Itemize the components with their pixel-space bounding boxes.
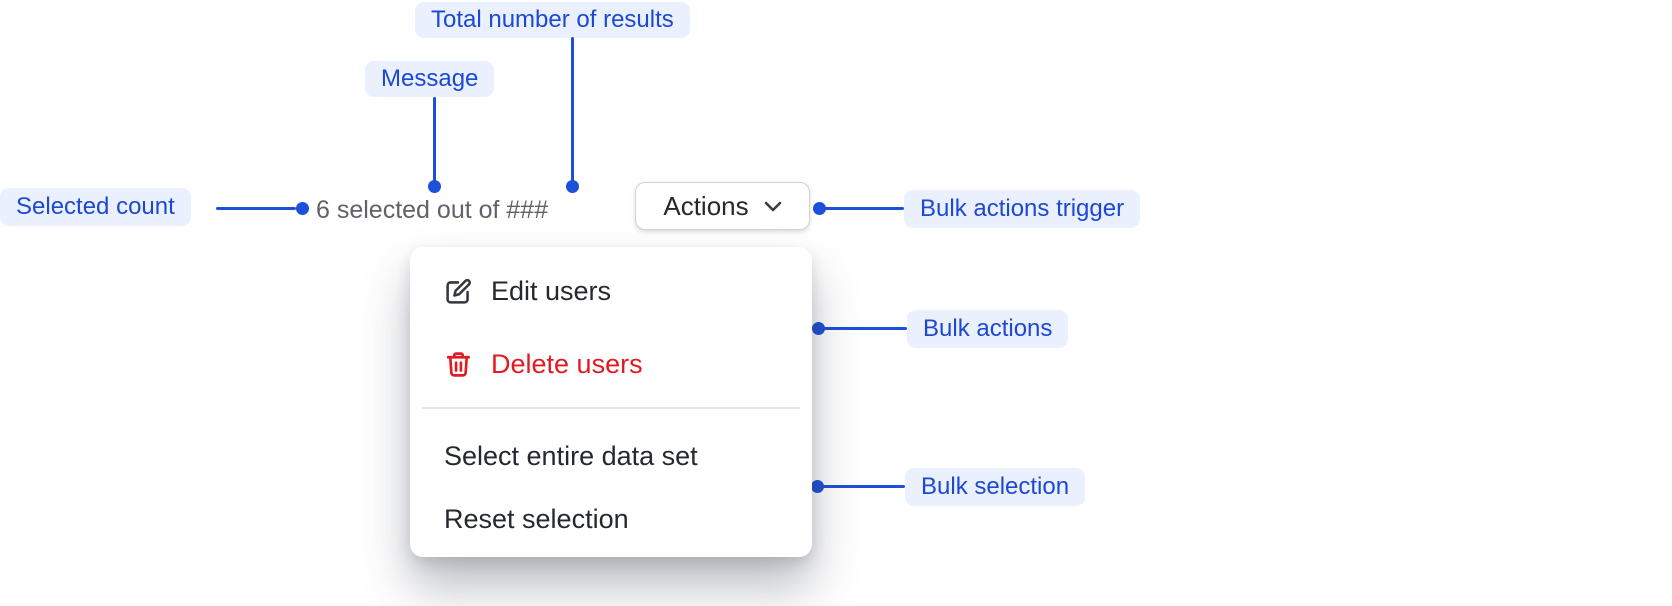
menu-item-label: Reset selection: [444, 503, 629, 534]
actions-button-label: Actions: [663, 190, 749, 221]
bulk-actions-menu: Edit users Delete users Select entire da…: [410, 247, 812, 557]
menu-item-label: Delete users: [491, 348, 643, 379]
menu-item-select-entire-data-set[interactable]: Select entire data set: [410, 427, 812, 485]
connector-dot-total-results: [566, 180, 579, 193]
menu-item-delete-users[interactable]: Delete users: [410, 335, 812, 393]
menu-divider: [422, 407, 800, 409]
connector-dot-bulk-selection: [811, 480, 824, 493]
selection-count-message: 6 selected out of ###: [316, 196, 549, 224]
connector-line-bulk-actions: [823, 327, 907, 330]
annotation-selected-count: Selected count: [0, 188, 191, 226]
edit-pencil-icon: [444, 277, 473, 306]
menu-item-reset-selection[interactable]: Reset selection: [410, 490, 812, 548]
annotation-bulk-actions-trigger: Bulk actions trigger: [904, 190, 1141, 228]
trash-icon: [444, 350, 473, 379]
connector-line-bulk-actions-trigger: [824, 207, 904, 210]
chevron-down-icon: [764, 201, 782, 212]
connector-line-total-results: [571, 37, 574, 182]
connector-dot-message: [428, 180, 441, 193]
menu-item-label: Edit users: [491, 275, 612, 306]
annotation-message: Message: [365, 61, 495, 97]
annotation-bulk-selection: Bulk selection: [905, 468, 1086, 506]
bulk-actions-trigger-button[interactable]: Actions: [635, 182, 810, 230]
connector-line-bulk-selection: [822, 485, 905, 488]
annotation-bulk-actions: Bulk actions: [907, 310, 1069, 348]
connector-dot-bulk-actions-trigger: [813, 202, 826, 215]
connector-dot-bulk-actions: [812, 322, 825, 335]
menu-item-label: Select entire data set: [444, 440, 698, 471]
connector-line-selected-count: [216, 207, 296, 210]
connector-dot-selected-count: [296, 202, 309, 215]
menu-item-edit-users[interactable]: Edit users: [410, 262, 812, 320]
connector-line-message: [433, 97, 436, 182]
annotation-total-results: Total number of results: [415, 2, 690, 38]
